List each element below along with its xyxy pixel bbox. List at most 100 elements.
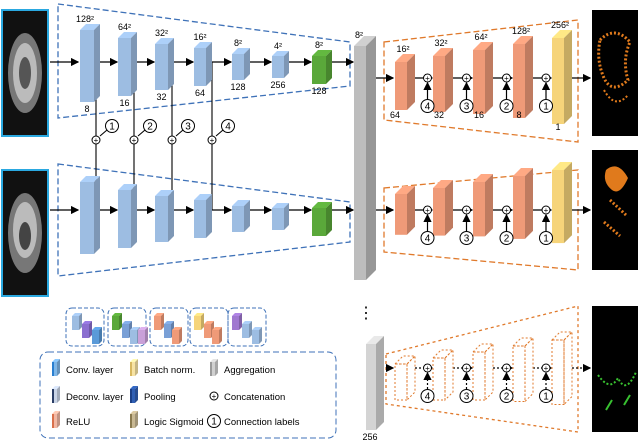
decoder-middle-layer-2	[433, 180, 453, 236]
size-label-enc-6: 4²	[274, 41, 282, 51]
decoder-middle-layer-4	[513, 168, 533, 239]
decoder-bottom-layer-4-front	[512, 345, 526, 402]
size-label-enc-2: 64²	[118, 22, 131, 32]
encoder-top-layer-7-side	[326, 50, 332, 84]
skip-label-4-text: 4	[225, 122, 231, 133]
legend-mini-3-3-top	[172, 327, 182, 330]
decoder-top-layer-5-front	[552, 38, 564, 124]
decoder-middle-layer-2-top	[433, 180, 453, 188]
decoder-layers-bottom	[393, 330, 574, 406]
legend-mini-5-3-top	[252, 327, 262, 330]
legend-conv-icon-top	[52, 359, 60, 362]
legend-conv-icon	[52, 359, 60, 376]
dec-middle-sum-4: +	[541, 205, 551, 215]
encoder-bottom-layer-6-front	[272, 208, 284, 230]
legend-mini-3-1-front	[154, 316, 161, 330]
legend-mini-1-3-top	[92, 327, 102, 330]
encoder-bottom-layer-6	[272, 203, 289, 230]
legend-sigmoid-icon-top	[130, 411, 138, 414]
skip-label-link-1	[99, 129, 108, 137]
skip-label-3: 3	[181, 119, 195, 133]
decoder-bottom-layer-2-side	[444, 348, 454, 402]
dec-bottom-sum-4-ring	[541, 363, 551, 373]
dec-bottom-label-4-text: 1	[543, 392, 549, 403]
skip-label-2: 2	[143, 119, 157, 133]
legend-mini-1-2	[82, 321, 92, 338]
legend-mini-4-3-side	[219, 327, 222, 344]
skip-sum-4-plus: +	[210, 136, 215, 145]
encoder-bottom-layer-4	[194, 194, 212, 238]
legend-concatenation-icon: +	[209, 391, 219, 401]
dec-top-label-1-text: 4	[425, 102, 431, 113]
encoder-bottom-layer-7-top	[312, 202, 332, 208]
encoder-top-layer-7-top	[312, 50, 332, 56]
aggregation-block-bottom	[366, 336, 384, 430]
channel-label-enc-7: 128	[311, 86, 326, 96]
encoder-bottom-layer-2	[118, 184, 137, 248]
size-label-dec-3: 64²	[474, 32, 487, 42]
legend-mini-3-2-front	[164, 324, 171, 338]
dec-middle-sum-3: +	[502, 205, 511, 215]
dec-bottom-sum-2: +	[462, 363, 471, 373]
channel-label-enc-3: 32	[156, 92, 166, 102]
size-label-dec-2: 32²	[434, 38, 447, 48]
encoder-top-layer-5	[232, 48, 250, 80]
legend-batch-icon-front	[130, 362, 135, 376]
encoder-layers-bottom	[80, 176, 332, 254]
decoder-middle-layer-5-front	[552, 170, 564, 244]
encoder-bottom-layer-2-front	[118, 190, 131, 248]
connection-markers: +1+2+3+4+4+4+4+3+3+3+2+2+2+1+1+1	[91, 73, 553, 403]
dec-bottom-label-4-ring	[539, 389, 553, 403]
skip-sum-3-plus: +	[170, 136, 175, 145]
legend-deconv-icon-front	[52, 389, 57, 403]
dec-middle-label-1-ring	[420, 231, 435, 245]
encoder-bottom-layer-2-side	[131, 184, 137, 248]
dec-top-sum-2: +	[462, 73, 471, 83]
legend-mini-2-2-front	[122, 324, 129, 338]
channel-label-enc-6: 256	[270, 80, 285, 90]
encoder-bottom-layer-1-front	[80, 182, 94, 254]
encoder-bottom-layer-7	[312, 202, 332, 236]
dec-bottom-label-2-ring	[459, 389, 474, 403]
aggregation-block-front	[354, 46, 366, 280]
dec-top-label-2: 3	[459, 99, 474, 113]
channel-label-enc-4: 64	[195, 88, 205, 98]
legend-conv-icon-front	[52, 362, 57, 376]
legend-conv-icon-side	[57, 359, 60, 376]
legend-pool-label: Pooling	[144, 392, 176, 403]
decoder-frame-bottom	[385, 305, 579, 433]
legend-batch: Batch norm.	[130, 359, 195, 376]
legend-connection-label-icon: 1	[207, 414, 221, 428]
skip-label-2-text: 2	[147, 122, 153, 133]
dec-bottom-sum-3-ring	[502, 363, 511, 373]
output-segmentation-1	[592, 10, 638, 136]
decoder-bottom-layer-4-side	[524, 336, 534, 403]
encoder-frame-bottom	[57, 163, 351, 277]
dec-middle-label-4: 1	[539, 231, 553, 245]
decoder-bottom-layer-3	[471, 342, 495, 402]
size-label-enc-5: 8²	[234, 38, 242, 48]
legend-mini-5-3-front	[252, 330, 259, 344]
legend-mini-1-2-front	[82, 324, 89, 338]
legend-mini-1-3	[92, 327, 102, 344]
channel-label-dec-4: 8	[516, 110, 521, 120]
legend-pool-icon-front	[130, 389, 135, 403]
legend-relu-edge	[52, 414, 54, 428]
dec-bottom-label-3-text: 2	[504, 392, 510, 403]
legend-pool-edge	[130, 389, 132, 403]
legend-connection-label-icon-ring	[207, 414, 221, 428]
dec-middle-label-2-text: 3	[464, 234, 470, 245]
dec-middle-label-3: 2	[499, 231, 514, 245]
legend-mini-5-2	[242, 321, 252, 338]
dec-bottom-label-2-text: 3	[464, 392, 470, 403]
skip-label-2-ring	[143, 119, 157, 133]
aggregation-channel-label: 256	[362, 432, 377, 442]
legend-mini-3-3	[172, 327, 182, 344]
legend-mini-3-3-side	[179, 327, 182, 344]
legend-mini-4-1	[194, 313, 204, 330]
legend-mini-4-1-front	[194, 316, 201, 330]
decoder-bottom-layer-2-front	[432, 357, 446, 401]
dec-bottom-label-1-ring	[420, 389, 435, 403]
legend-relu: ReLU	[52, 411, 90, 428]
legend-sigmoid-label: Logic Sigmoid	[144, 417, 204, 428]
